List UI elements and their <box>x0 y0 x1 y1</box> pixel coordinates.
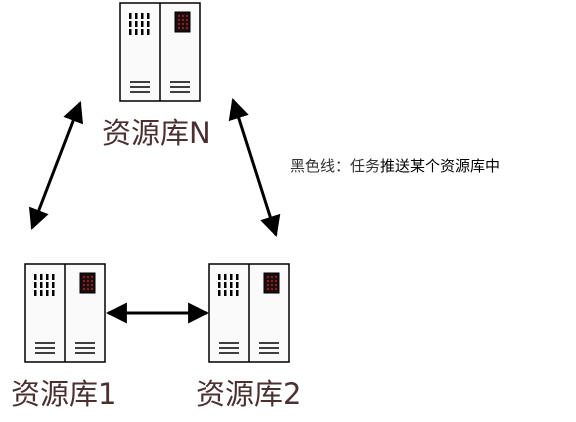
repo-1-label: 资源库1 <box>11 377 116 411</box>
repo-n-label: 资源库N <box>102 116 211 150</box>
legend-prefix: 黑色线：任务 <box>290 157 380 175</box>
legend-emphasis: 推送某个资源库中 <box>380 157 500 175</box>
link-n-to-1 <box>28 101 84 230</box>
repo-2-label: 资源库2 <box>196 377 301 411</box>
repo-n-server-icon <box>119 2 201 102</box>
link-n-to-2 <box>228 97 281 238</box>
repo-2-server-icon <box>208 263 290 363</box>
legend-text: 黑色线：任务推送某个资源库中 <box>290 157 500 175</box>
repo-1-server-icon <box>24 263 106 363</box>
